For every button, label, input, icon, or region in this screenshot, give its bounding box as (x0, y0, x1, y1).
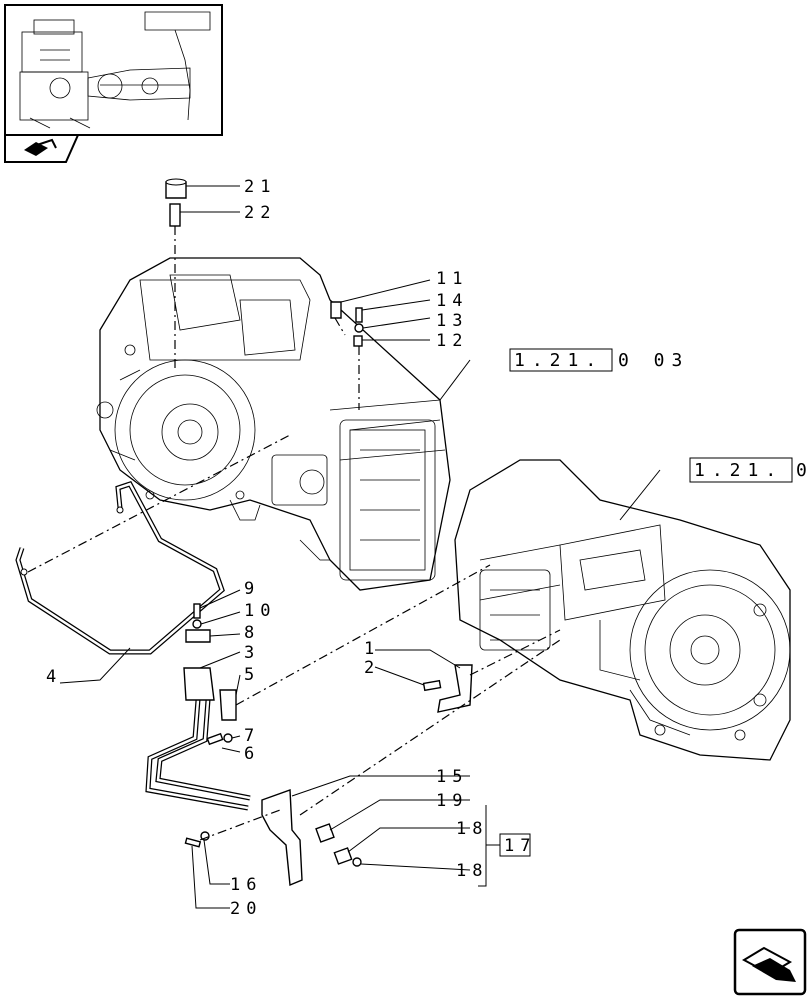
callout-22: 22 (244, 203, 276, 223)
reference-right[interactable]: 1.21. 0 (689, 457, 812, 483)
part-11-fitting (330, 301, 342, 319)
part-14-bolt (355, 307, 363, 323)
reference-top[interactable]: 1.21. 0 03 (509, 348, 689, 372)
callout-5: 5 (244, 665, 260, 685)
reference-right-boxed[interactable]: 1.21. (694, 460, 783, 481)
part-7-washer (223, 733, 233, 743)
callout-19: 19 (436, 791, 468, 811)
callout-11: 11 (436, 269, 468, 289)
callout-16: 16 (230, 875, 262, 895)
callout-15: 15 (436, 767, 468, 787)
callout-18-top: 18 (456, 819, 488, 839)
callout-4: 4 (46, 667, 62, 687)
reference-top-tail[interactable]: 0 03 (618, 350, 689, 371)
callout-10: 10 (244, 601, 276, 621)
part-18-fitting-a (333, 847, 353, 865)
leader-lines (59, 185, 661, 909)
callout-1: 1 (364, 639, 380, 659)
callout-12: 12 (436, 331, 468, 351)
part-8-clamp (185, 629, 211, 643)
transmission-housing-front (96, 257, 451, 591)
callout-21: 21 (244, 177, 276, 197)
callout-labels: 21 22 11 14 13 12 9 10 8 3 5 4 1 2 7 6 1… (46, 177, 536, 919)
callout-18-bottom: 18 (456, 861, 488, 881)
part-3-bracket (183, 667, 215, 701)
callout-9: 9 (244, 579, 260, 599)
part-16-bolt (184, 837, 202, 848)
part-6-bolt (206, 732, 224, 746)
callout-3: 3 (244, 643, 260, 663)
part-22-dipstick (169, 203, 181, 227)
thumbnail-panel[interactable] (4, 4, 223, 136)
callout-17: 17 (504, 836, 536, 856)
callout-17-box (499, 833, 531, 857)
transmission-housing-rear (454, 459, 791, 761)
reference-top-boxed[interactable]: 1.21. (514, 350, 603, 371)
part-13-washer (354, 323, 364, 333)
next-page-arrow-icon[interactable] (733, 928, 807, 996)
callout-7: 7 (244, 726, 260, 746)
part-10-washer (192, 619, 202, 629)
part-21-cap (165, 178, 187, 199)
book-arrow-icon[interactable] (4, 134, 80, 163)
part-19-fitting (315, 823, 335, 843)
callout-14: 14 (436, 291, 468, 311)
callout-20: 20 (230, 899, 262, 919)
callout-6: 6 (244, 744, 260, 764)
part-18-fitting-b (352, 857, 362, 867)
part-12-sleeve (353, 335, 363, 347)
callout-2: 2 (364, 658, 380, 678)
part-4-pipe (15, 480, 251, 811)
part-5-bracket (219, 689, 237, 721)
callout-8: 8 (244, 623, 260, 643)
part-1-bracket (437, 664, 473, 713)
callout-13: 13 (436, 311, 468, 331)
reference-right-tail[interactable]: 0 (796, 460, 812, 481)
part-15-bracket (261, 789, 303, 887)
part-9-bolt (193, 603, 201, 619)
part-2-bolt (422, 679, 442, 692)
